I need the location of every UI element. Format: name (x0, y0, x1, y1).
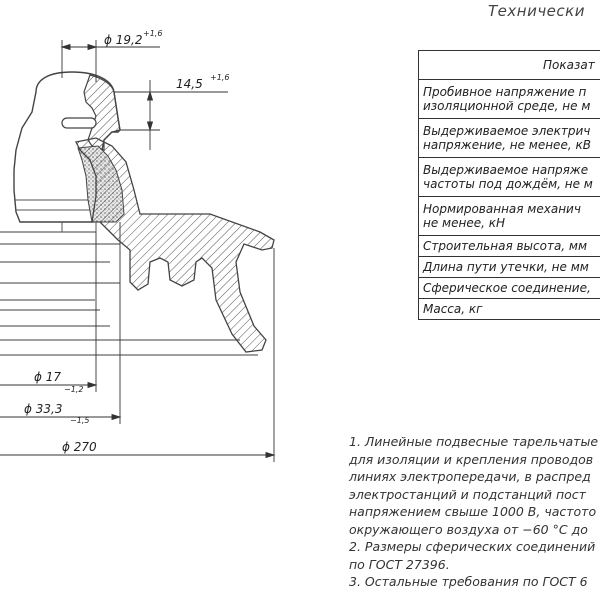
dim-ball-value: ϕ 33,3 (24, 402, 62, 416)
note-line: для изоляции и крепления проводов (349, 451, 594, 467)
dim-cap-tolerance: +1,6 (210, 73, 229, 82)
spec-table-cell: Строительная высота, мм (418, 235, 600, 257)
spec-table-cell-line: Длина пути утечки, не мм (423, 260, 589, 274)
dimension-top-diameter (60, 40, 160, 82)
spec-table-header-cell: Показат (418, 50, 600, 80)
insulator-pin (61, 222, 97, 232)
dimension-cap-width (114, 80, 228, 150)
dim-pin-tolerance: −1,2 (64, 385, 83, 394)
note-line: 3. Остальные требования по ГОСТ 6 (349, 574, 588, 589)
dimension-ball-diameter (0, 222, 122, 424)
dimension-disc-diameter (0, 248, 276, 462)
note-line: по ГОСТ 27396. (349, 556, 450, 572)
note-line: электростанций и подстанций пост (349, 486, 586, 502)
spec-table-cell-line: Строительная высота, мм (423, 239, 588, 253)
spec-table-cell-line: Масса, кг (423, 302, 483, 316)
spec-table-cell-line: Сферическое соединение, (423, 281, 591, 295)
dim-top-value: ϕ 19,2 (104, 33, 142, 47)
spec-title: Технически (488, 2, 585, 20)
spec-table-cell-line: напряжение, не менее, кВ (423, 138, 591, 152)
spec-table-cell-line: Нормированная механич (423, 202, 581, 216)
dim-top-tolerance: +1,6 (143, 29, 162, 38)
note-line: напряжением свыше 1000 В, частото (349, 504, 597, 519)
note-line: 1. Линейные подвесные тарельчатые (349, 434, 599, 449)
spec-table-cell-line: не менее, кН (423, 216, 505, 230)
spec-table-row: Длина пути утечки, не мм (418, 256, 600, 278)
dimension-pin-diameter (0, 232, 98, 392)
spec-table-row: Строительная высота, мм (418, 235, 600, 257)
notes-block: 1. Линейные подвесные тарельчатые для изо… (349, 433, 600, 591)
spec-table-cell-line: Выдерживаемое напряже (423, 163, 589, 177)
spec-table-cell: Длина пути утечки, не мм (418, 256, 600, 278)
spec-table-cell-line: Пробивное напряжение п (423, 85, 587, 99)
note-line: окружающего воздуха от −60 °С до (349, 521, 588, 537)
spec-table-cell-line: Выдерживаемое электрич (423, 124, 591, 138)
note-line: 2. Размеры сферических соединений (349, 539, 596, 554)
spec-table-row: Сферическое соединение, (418, 277, 600, 299)
dim-disc-value: ϕ 270 (62, 440, 97, 454)
spec-table-row: Масса, кг (418, 298, 600, 320)
dim-ball-tolerance: −1,5 (70, 416, 89, 425)
porcelain-dielectric-section (75, 137, 275, 353)
note-line: линиях электропередачи, в распред (349, 469, 591, 484)
spec-table-cell: Масса, кг (418, 298, 600, 320)
spec-table-cell-line: частоты под дождём, не м (423, 177, 593, 191)
spec-table-cell-line: изоляционной среде, не м (423, 99, 591, 113)
spec-table-header-row: Показат (418, 50, 600, 80)
spec-table-cell: Сферическое соединение, (418, 277, 600, 299)
insulator-disc-outline (0, 231, 258, 356)
dim-cap-value: 14,5 (176, 77, 203, 91)
dim-pin-value: ϕ 17 (34, 370, 61, 384)
